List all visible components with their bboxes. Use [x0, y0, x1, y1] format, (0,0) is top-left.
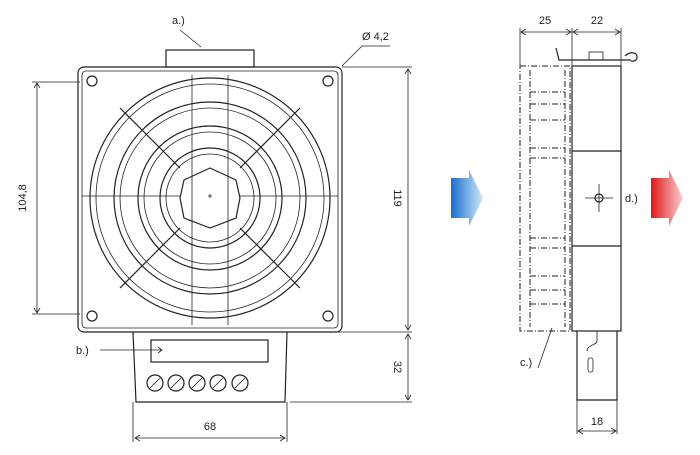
- dim-depth-grille: 25: [539, 15, 551, 27]
- fan-grille: [82, 75, 338, 325]
- label-a: a.): [172, 15, 185, 27]
- air-outlet-arrow-icon: [651, 170, 683, 226]
- housing: [77, 66, 343, 333]
- terminal-box: [132, 331, 288, 403]
- air-inlet-arrow-icon: [451, 170, 483, 226]
- grille-outline: [519, 65, 571, 332]
- dim-height: 119: [391, 189, 403, 207]
- heater-body: [571, 65, 622, 332]
- mounting-clip: [555, 47, 631, 61]
- label-d: d.): [625, 193, 638, 205]
- dim-terminal-height: 32: [391, 361, 403, 373]
- label-field: [150, 339, 269, 363]
- front-view: 104,8 119 32 68 Ø 4,2 a.) b.): [17, 15, 412, 442]
- terminal-screws: [146, 374, 249, 392]
- label-c: c.): [520, 357, 532, 369]
- dim-hole-spacing: 104,8: [17, 184, 29, 212]
- mounting-screws: [86, 75, 334, 322]
- dim-terminal-width: 68: [204, 421, 216, 433]
- top-connector: [165, 49, 255, 68]
- side-view: 25 22 18 c.) d.): [519, 15, 638, 435]
- dim-hole-diameter: Ø 4,2: [362, 31, 389, 43]
- dim-base-width: 18: [591, 416, 603, 428]
- label-b: b.): [76, 345, 89, 357]
- dim-depth-body: 22: [591, 15, 603, 27]
